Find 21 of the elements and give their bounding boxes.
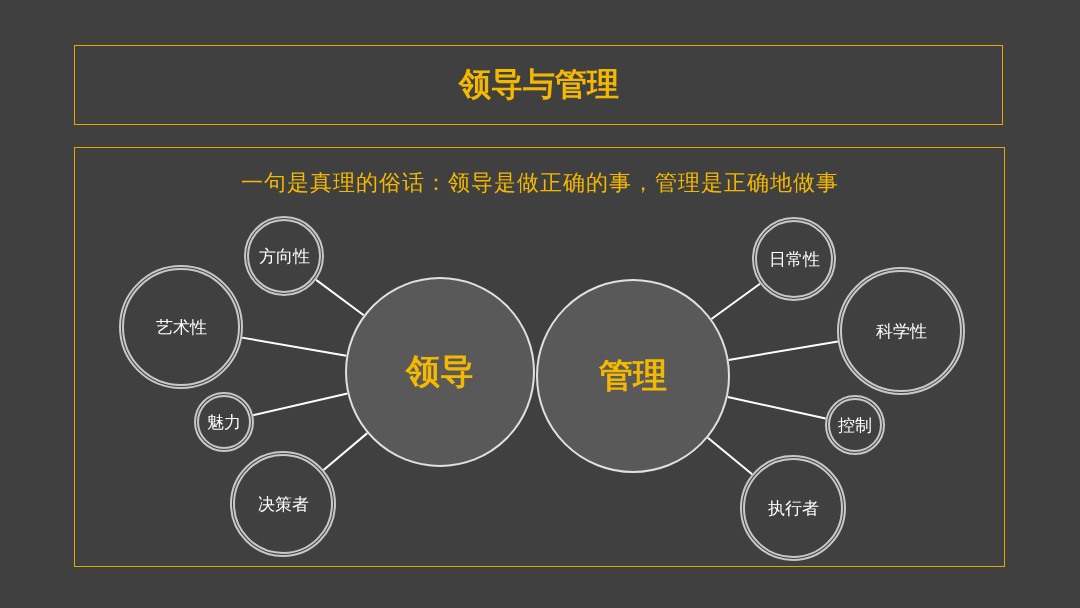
topic-circle: 魅力	[194, 392, 254, 452]
main-circle: 管理	[536, 279, 730, 473]
topic-circle: 日常性	[752, 217, 836, 301]
topic-circle: 执行者	[740, 455, 846, 561]
connector-line	[315, 278, 365, 317]
topic-circle: 决策者	[230, 451, 336, 557]
topic-circle: 控制	[825, 395, 885, 455]
main-circle: 领导	[345, 277, 535, 467]
connector-line	[710, 282, 761, 320]
connector-line	[322, 432, 369, 471]
connector-line	[252, 392, 349, 417]
topic-circle: 艺术性	[119, 265, 243, 389]
topic-circle: 方向性	[244, 216, 324, 296]
title: 领导与管理	[74, 45, 1003, 125]
connector-line	[727, 340, 839, 361]
connector-line	[241, 336, 348, 357]
subtitle: 一句是真理的俗话：领导是做正确的事，管理是正确地做事	[239, 169, 840, 197]
connector-line	[726, 395, 827, 420]
content-panel	[74, 147, 1005, 567]
connector-line	[706, 436, 754, 476]
topic-circle: 科学性	[837, 267, 965, 395]
